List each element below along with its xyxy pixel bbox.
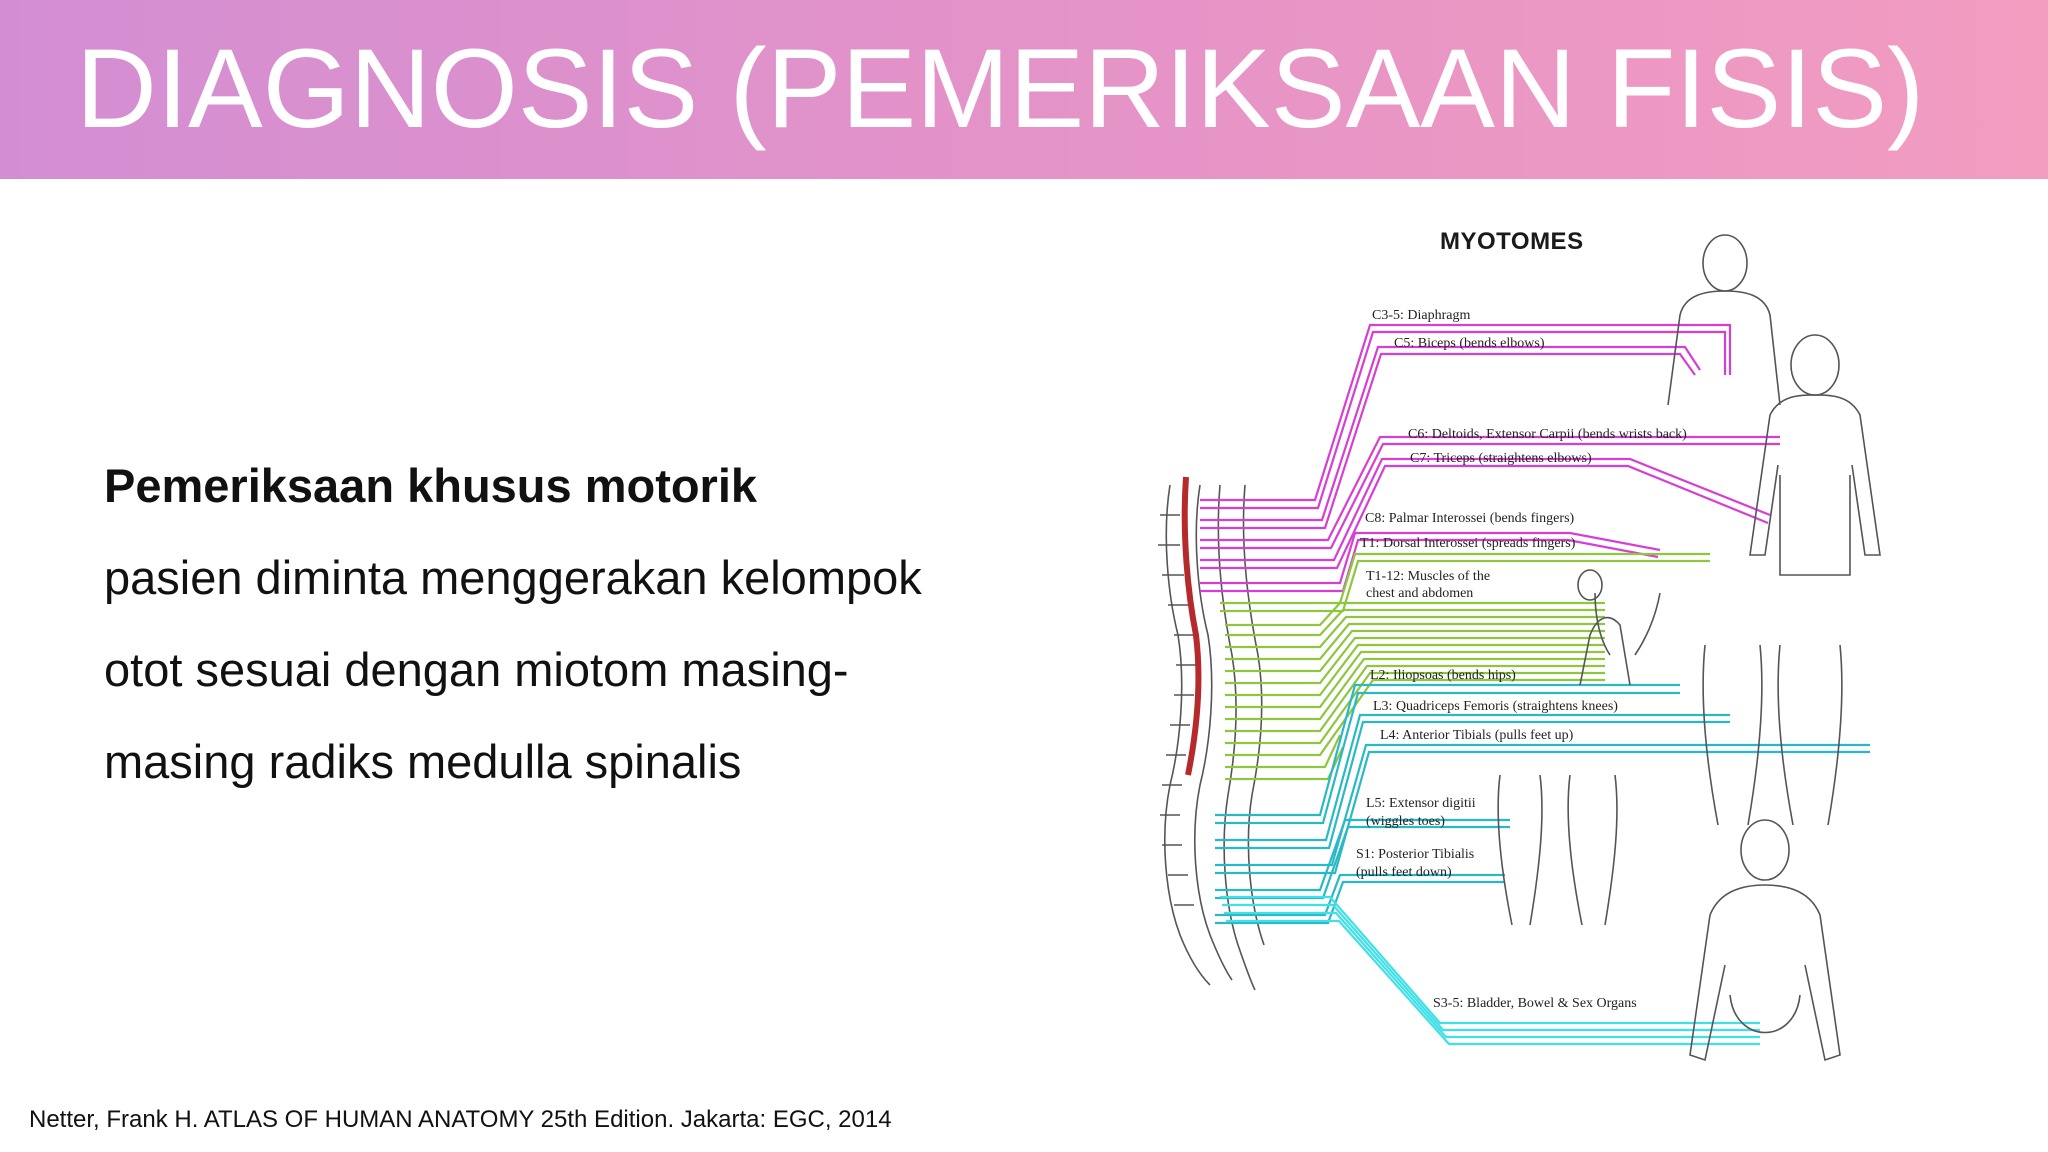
label-l5-line1: L5: Extensor digitii [1366,796,1476,811]
title-banner: DIAGNOSIS (PEMERIKSAAN FISIS) [0,0,2048,179]
body-line-1: pasien diminta menggerakan kelompok [104,551,922,604]
label-s35: S3-5: Bladder, Bowel & Sex Organs [1433,996,1637,1011]
label-t112-line2: chest and abdomen [1366,586,1473,601]
label-c35: C3-5: Diaphragm [1372,308,1470,323]
label-l4: L4: Anterior Tibials (pulls feet up) [1380,728,1574,743]
myotome-labels: C3-5: Diaphragm C5: Biceps (bends elbows… [1356,308,1687,1011]
label-l5-line2: (wiggles toes) [1366,814,1445,829]
label-c6: C6: Deltoids, Extensor Carpii (bends wri… [1408,427,1687,442]
spinal-cord [1181,476,1202,776]
body-line-2: otot sesuai dengan miotom masing- [104,643,849,696]
label-s1-line1: S1: Posterior Tibialis [1356,847,1474,862]
label-c5: C5: Biceps (bends elbows) [1394,336,1545,351]
myotomes-figure: MYOTOMES [1140,215,1940,1120]
body-line-3: masing radiks medulla spinalis [104,735,742,788]
label-t112-line1: T1-12: Muscles of the [1366,569,1490,584]
label-t1: T1: Dorsal Interossei (spreads fingers) [1360,536,1576,551]
figure-title: MYOTOMES [1440,228,1584,255]
thoracic-lines [1220,552,1710,781]
label-l2: L2: Iliopsoas (bends hips) [1370,668,1516,683]
body-figures [1497,234,1881,1062]
myotomes-diagram: MYOTOMES [1158,228,1881,1062]
body-text: Pemeriksaan khusus motorik pasien dimint… [104,440,1064,808]
citation: Netter, Frank H. ATLAS OF HUMAN ANATOMY … [29,1106,892,1133]
label-c7: C7: Triceps (straightens elbows) [1410,451,1592,466]
sacral-lines [1220,895,1760,1046]
label-l3: L3: Quadriceps Femoris (straightens knee… [1373,699,1618,714]
slide-title: DIAGNOSIS (PEMERIKSAAN FISIS) [76,26,1925,151]
body-lead: Pemeriksaan khusus motorik [104,459,758,512]
cervical-lines [1200,323,1780,593]
label-s1-line2: (pulls feet down) [1356,865,1452,880]
label-c8: C8: Palmar Interossei (bends fingers) [1365,511,1575,526]
